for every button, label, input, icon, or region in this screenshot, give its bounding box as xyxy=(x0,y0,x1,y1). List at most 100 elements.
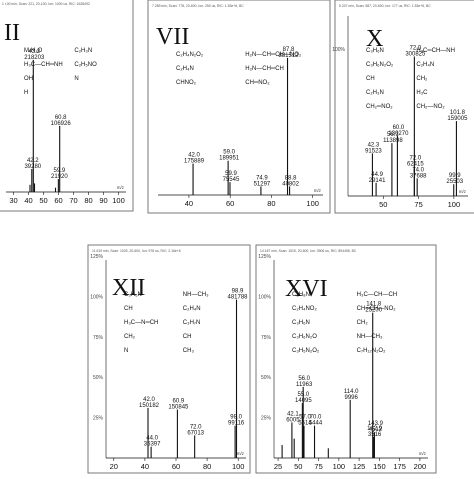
peak-intensity-label: 130270 xyxy=(388,131,409,137)
x-tick-label: 50 xyxy=(39,196,47,205)
peak-intensity-label: 62415 xyxy=(407,162,424,168)
structure-annotation: C₂H₄N xyxy=(176,66,194,72)
structure-annotation: C₃H₇N xyxy=(183,320,201,326)
x-tick-label: 175 xyxy=(393,462,406,471)
structure-annotation: CH xyxy=(183,334,192,340)
x-tick-label: 100 xyxy=(333,462,346,471)
x-tick-label: 50 xyxy=(294,462,302,471)
x-tick-label: 100 xyxy=(306,199,319,208)
structure-annotation: CH₂—NO₂ xyxy=(416,104,445,110)
peak-mz-label: 72.0 xyxy=(190,424,202,430)
peak-mz-label: 72.0 xyxy=(410,156,422,162)
structure-annotation: C₇H₁₂N₂O₂ xyxy=(357,348,386,354)
structure-annotation: C₂H₄N xyxy=(183,306,201,312)
structure-annotation: CHNO₂ xyxy=(176,80,197,86)
structure-annotation: C₂H₄N₂O₂ xyxy=(176,52,204,58)
peak-intensity-label: 35397 xyxy=(144,442,161,448)
panel-roman-X: X xyxy=(366,26,383,52)
peak-mz-label: 59.0 xyxy=(223,150,235,156)
peak-intensity-label: 6005 xyxy=(286,417,300,423)
peak-mz-label: 59.9 xyxy=(54,168,66,174)
structure-annotation: H₃C—N═CH xyxy=(124,320,158,326)
structure-annotation: H₃C xyxy=(416,90,428,96)
x-tick-label: 60 xyxy=(172,462,180,471)
peak-mz-label: 55.0 xyxy=(298,392,310,398)
structure-annotation: C₃H₅N₂O₂ xyxy=(292,348,320,354)
panel-frame-X xyxy=(334,0,474,214)
peak-intensity-label: 75545 xyxy=(223,177,240,183)
x-tick-label: 80 xyxy=(267,199,275,208)
peak-intensity-label: 14095 xyxy=(295,398,312,404)
percent-label: 125% xyxy=(90,254,103,260)
peak-mz-label: 42.0 xyxy=(143,397,155,403)
x-tick-label: 150 xyxy=(373,462,386,471)
panel-frame-VII xyxy=(147,0,331,214)
panel-header-VII: 7.289 min, Scan: 778, 20-600, Ion: 250 u… xyxy=(152,4,244,8)
panel-header-II: 1 r,00 min, Scan: 221, 20-100, Ion: 1000… xyxy=(2,2,90,6)
peak-mz-label: 70.0 xyxy=(310,415,322,421)
structure-annotation: C₃H₆N xyxy=(292,320,310,326)
peak-mz-label: 98.0 xyxy=(230,415,242,421)
peak-intensity-label: 11963 xyxy=(296,382,313,388)
x-tick-label: 70 xyxy=(69,196,77,205)
x-tick-label: 20 xyxy=(110,462,118,471)
structure-annotation: H₃C—CH═NH xyxy=(24,62,63,68)
x-tick-label: 100 xyxy=(232,462,245,471)
peak-mz-label: 43.2 xyxy=(28,49,40,55)
percent-label: 25% xyxy=(93,416,104,422)
structure-annotation: NH—CH₃ xyxy=(357,334,383,340)
peak-mz-label: 42.3 xyxy=(368,142,380,148)
peak-mz-label: 56.0 xyxy=(298,376,310,382)
structure-annotation: C₂H₃N xyxy=(366,90,384,96)
x-tick-label: 30 xyxy=(9,196,17,205)
x-unit-label: m/z xyxy=(459,189,467,194)
structure-annotation: N xyxy=(74,76,78,82)
peak-intensity-label: 113898 xyxy=(383,138,403,144)
structure-annotation: H xyxy=(24,90,28,96)
peak-intensity-label: 175889 xyxy=(184,159,205,165)
x-unit-label: m/z xyxy=(314,188,322,193)
peak-intensity-label: 9996 xyxy=(345,395,359,401)
peak-mz-label: 114.0 xyxy=(344,389,359,395)
structure-annotation: CH═CH—NO₂ xyxy=(357,306,397,312)
peak-mz-label: 59.9 xyxy=(225,171,237,177)
peak-intensity-label: 106926 xyxy=(51,121,72,127)
x-tick-label: 75 xyxy=(414,200,422,209)
peak-mz-label: 56.1 xyxy=(387,132,399,138)
structure-annotation: H₂N—CH═CH xyxy=(245,66,284,72)
peak-mz-label: 74.9 xyxy=(256,175,268,181)
percent-label: 50% xyxy=(261,375,272,381)
percent-label: 100% xyxy=(332,47,345,53)
peak-intensity-label: 4512 xyxy=(369,427,383,433)
peak-intensity-label: 189951 xyxy=(219,156,240,162)
x-unit-label: m/z xyxy=(117,185,125,190)
panel-roman-XII: XII xyxy=(112,275,145,301)
x-tick-label: 75 xyxy=(314,462,322,471)
peak-mz-label: 42.0 xyxy=(188,153,200,159)
peak-intensity-label: 25200 xyxy=(365,308,382,314)
peak-intensity-label: 481788 xyxy=(227,295,248,301)
x-tick-label: 80 xyxy=(84,196,92,205)
peak-mz-label: 143.9 xyxy=(368,421,384,427)
x-tick-label: 80 xyxy=(203,462,211,471)
panel-header-X: 5.207 min, Scan: 587, 20-600, Ion: 177 u… xyxy=(339,4,431,8)
structure-annotation: C₂H₄N xyxy=(416,62,434,68)
peak-intensity-label: 37688 xyxy=(410,173,427,179)
structure-annotation: H₂N—CH═CH—NO₂ xyxy=(245,52,302,58)
x-tick-label: 100 xyxy=(112,196,125,205)
structure-annotation: CH═NO₂ xyxy=(245,80,270,86)
structure-annotation: CH xyxy=(366,76,375,82)
percent-label: 125% xyxy=(258,254,271,260)
peak-mz-label: 60.9 xyxy=(173,399,185,405)
peak-mz-label: 88.8 xyxy=(285,175,297,181)
panel-frame-II xyxy=(0,0,134,212)
structure-annotation: C₂H₄NO₂ xyxy=(292,306,317,312)
peak-mz-label: 87.8 xyxy=(283,47,295,53)
peak-intensity-label: 300825 xyxy=(405,51,426,57)
peak-mz-label: 44.0 xyxy=(146,436,158,442)
panel-frame-XVI xyxy=(255,244,437,474)
peak-mz-label: 142.9 xyxy=(367,426,383,432)
structure-annotation: NH—CH₃ xyxy=(183,292,209,298)
peak-intensity-label: 159005 xyxy=(447,116,468,122)
